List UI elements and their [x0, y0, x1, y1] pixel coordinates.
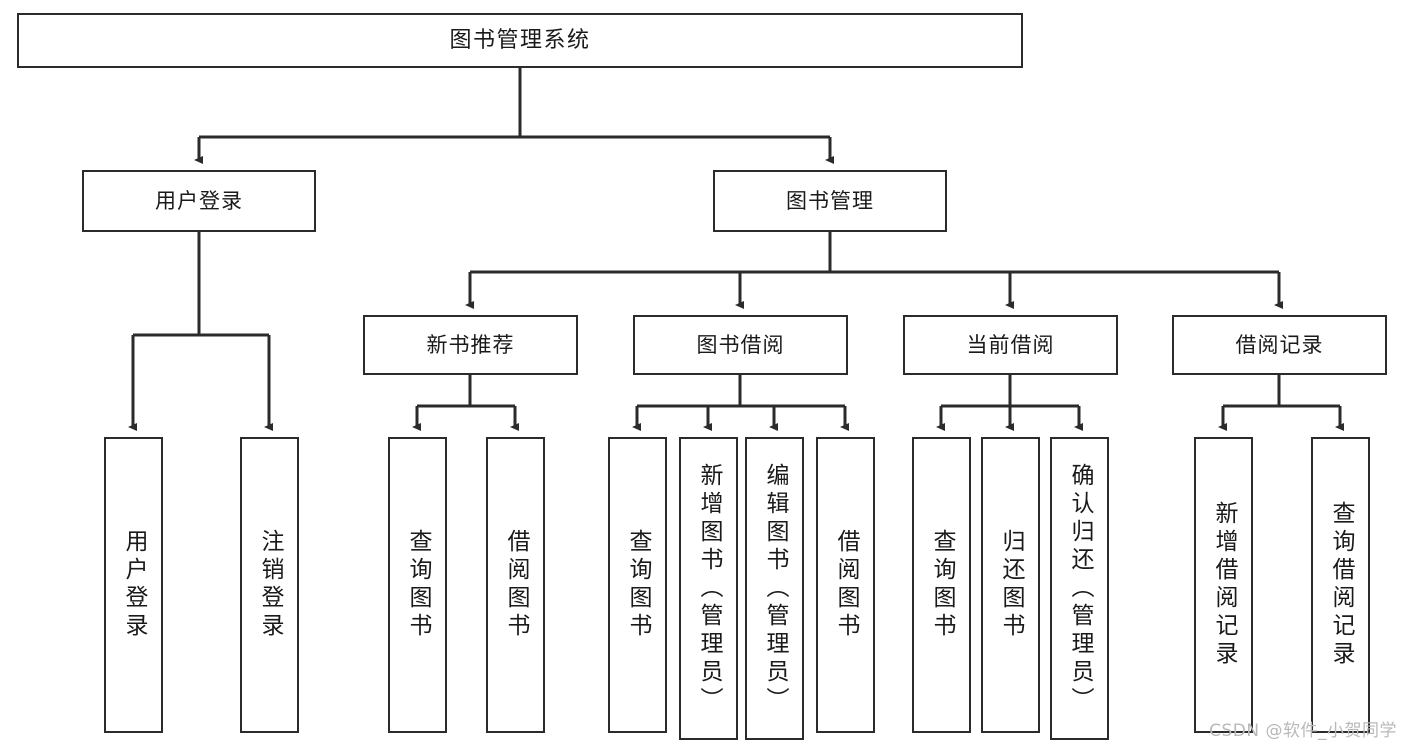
node-label: 借阅记录	[1235, 332, 1324, 357]
leaf-logout-login[interactable]: 注销登录	[240, 437, 299, 733]
leaf-query-book-borrow[interactable]: 查询图书	[608, 437, 667, 733]
node-label: 编辑图书（管理员）	[762, 462, 788, 715]
node-label: 注销登录	[257, 529, 283, 641]
node-label: 归还图书	[998, 529, 1024, 641]
leaf-return-book[interactable]: 归还图书	[981, 437, 1040, 733]
node-label: 查询借阅记录	[1328, 501, 1354, 669]
node-label: 借阅图书	[503, 529, 529, 641]
node-label: 新增借阅记录	[1211, 501, 1237, 669]
node-label: 新增图书（管理员）	[696, 462, 722, 715]
node-label: 用户登录	[121, 529, 147, 641]
leaf-add-book-admin[interactable]: 新增图书（管理员）	[679, 437, 738, 740]
csdn-watermark: CSDN @软件_小贺同学	[1209, 721, 1397, 741]
node-label: 查询图书	[929, 529, 955, 641]
leaf-borrow-book[interactable]: 借阅图书	[816, 437, 875, 733]
node-label: 查询图书	[625, 529, 651, 641]
node-book-borrowing[interactable]: 图书借阅	[633, 315, 848, 375]
leaf-query-book-recommend[interactable]: 查询图书	[388, 437, 447, 733]
node-root-system[interactable]: 图书管理系统	[17, 13, 1023, 68]
node-label: 用户登录	[155, 188, 243, 213]
node-label: 图书管理	[786, 188, 874, 213]
node-user-login[interactable]: 用户登录	[82, 170, 316, 232]
leaf-user-login[interactable]: 用户登录	[104, 437, 163, 733]
leaf-edit-book-admin[interactable]: 编辑图书（管理员）	[745, 437, 804, 740]
leaf-add-borrow-record[interactable]: 新增借阅记录	[1194, 437, 1253, 733]
leaf-confirm-return-admin[interactable]: 确认归还（管理员）	[1050, 437, 1109, 740]
node-book-management[interactable]: 图书管理	[713, 170, 947, 232]
node-label: 查询图书	[405, 529, 431, 641]
node-label: 图书借阅	[696, 332, 785, 357]
node-label: 新书推荐	[426, 332, 515, 357]
node-label: 确认归还（管理员）	[1067, 462, 1093, 715]
node-label: 当前借阅	[966, 332, 1055, 357]
node-new-book-recommendation[interactable]: 新书推荐	[363, 315, 578, 375]
node-borrowing-record[interactable]: 借阅记录	[1172, 315, 1387, 375]
node-label: 图书管理系统	[449, 27, 591, 53]
leaf-query-borrow-record[interactable]: 查询借阅记录	[1311, 437, 1370, 733]
node-current-borrowing[interactable]: 当前借阅	[903, 315, 1118, 375]
node-label: 借阅图书	[833, 529, 859, 641]
leaf-query-book-current[interactable]: 查询图书	[912, 437, 971, 733]
leaf-borrow-book-recommend[interactable]: 借阅图书	[486, 437, 545, 733]
